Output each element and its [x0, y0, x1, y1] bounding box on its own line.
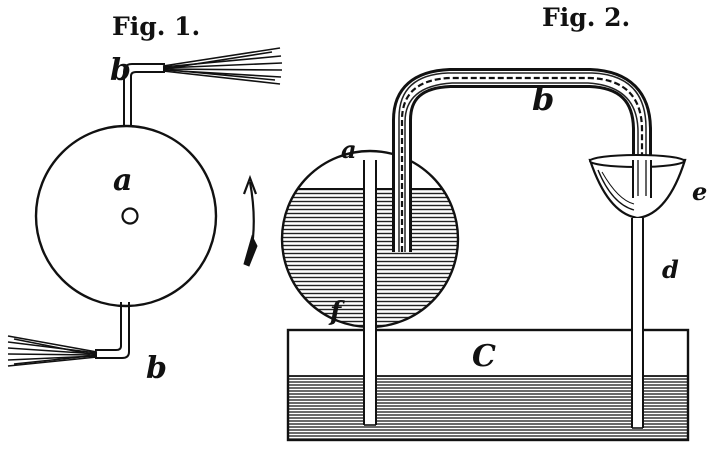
- fig1-tube-bottom: [7, 302, 130, 367]
- fig2-stem: [632, 218, 643, 428]
- fig2-tube-f: [363, 160, 377, 426]
- figure-1: Fig. 1.: [7, 12, 283, 386]
- fig2-label-b: b: [532, 80, 554, 118]
- fig1-label-a: a: [113, 163, 132, 198]
- fig1-rotation-arrow: [242, 174, 258, 267]
- fig1-jet-bottom: [7, 335, 98, 367]
- fig1-tube-top: [123, 47, 283, 130]
- fig2-caption: Fig. 2.: [542, 3, 630, 32]
- fig1-jet-top: [162, 47, 283, 85]
- fig1-label-b-top: b: [110, 53, 131, 88]
- fig2-label-d: d: [662, 255, 679, 284]
- fig2-label-a: a: [341, 135, 357, 164]
- figure-2: Fig. 2.: [280, 3, 707, 442]
- fig2-trough: [286, 328, 690, 442]
- fig2-siphon: [392, 68, 652, 252]
- fig1-axle-hole: [121, 207, 139, 225]
- fig2-label-f: f: [328, 297, 345, 327]
- fig2-label-c: C: [472, 339, 496, 374]
- fig2-label-e: e: [692, 177, 707, 206]
- fig2-trough-outline: [286, 328, 690, 442]
- fig2-funnel-assembly: [588, 154, 687, 429]
- fig1-label-b-bottom: b: [146, 351, 167, 386]
- fig2-trough-water: [288, 376, 688, 440]
- fig1-caption: Fig. 1.: [112, 12, 200, 41]
